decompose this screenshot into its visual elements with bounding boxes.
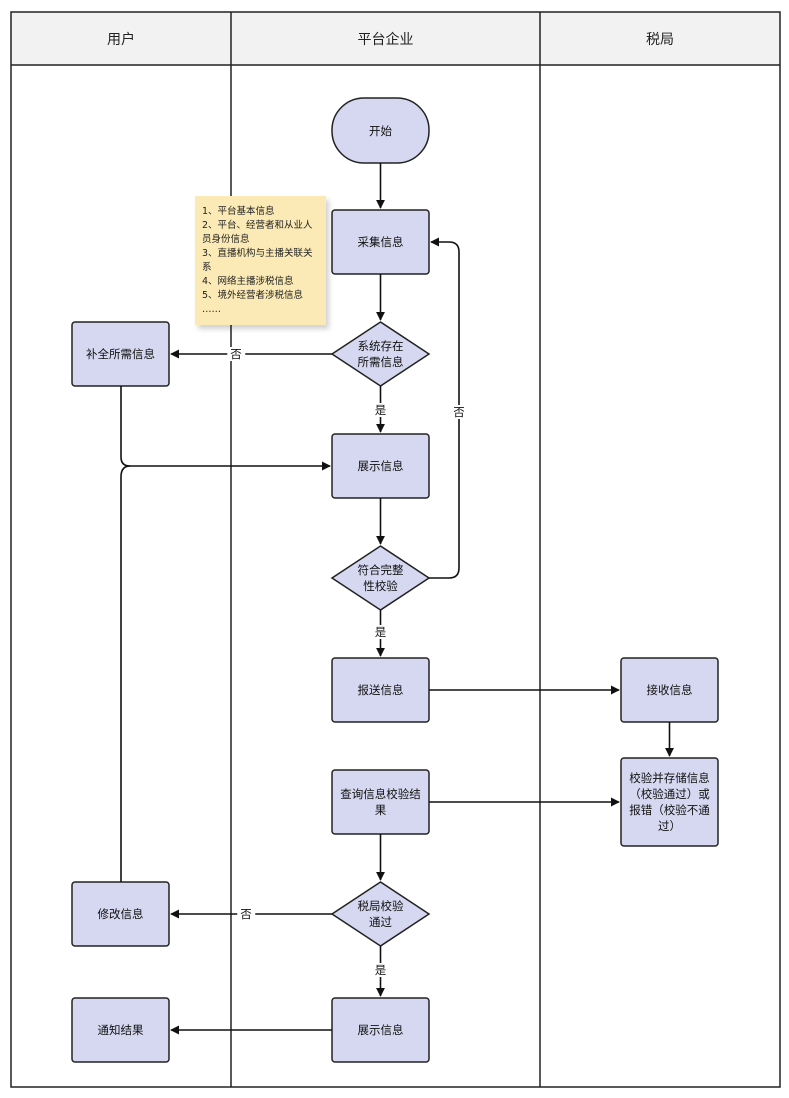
query-result-node: 查询信息校验结果 [340,787,421,817]
note-line-6: …… [202,304,221,315]
lane-header-platform: 平台企业 [357,31,414,48]
edge-label-yes-2: 是 [371,625,390,639]
edge-label-no-3: 否 [237,907,255,921]
edge-modify-display1 [120,465,131,882]
check-exists-decision: 系统存在所需信息 [357,339,404,369]
display-info-node-2: 展示信息 [357,1023,404,1037]
note-line-4: 4、网络主播涉税信息 [202,276,294,287]
tax-check-decision: 税局校验通过 [357,899,404,929]
info-sticky-note: 1、平台基本信息 2、平台、经营者和从业人员身份信息 3、直播机构与主播关联关系… [195,196,326,325]
submit-info-node: 报送信息 [357,683,404,697]
edge-label-no-2: 否 [450,405,468,419]
start-node: 开始 [369,123,392,138]
note-line-3: 3、直播机构与主播关联关系 [202,248,313,273]
lane-header-user: 用户 [107,31,135,48]
note-line-1: 1、平台基本信息 [202,206,275,217]
note-line-5: 5、境外经营者涉税信息 [202,290,304,301]
lane-header-tax-bureau: 税局 [646,31,674,48]
verify-store-node: 校验并存储信息（校验通过）或报错（校验不通过） [629,771,710,833]
lane-header-band [11,12,780,65]
display-info-node-1: 展示信息 [357,459,404,473]
collect-info-node: 采集信息 [357,235,404,249]
edge-supplement-display1 [120,386,331,471]
notify-shape [71,997,170,1063]
edge-label-yes-3: 是 [371,963,390,977]
receive-info-node: 接收信息 [646,683,693,697]
swimlane-frame [10,11,781,1088]
verify-store-shape [620,757,719,847]
note-line-2: 2、平台、经营者和从业人员身份信息 [202,220,313,245]
check-complete-decision: 符合完整性校验 [357,563,404,593]
edge-label-no-1: 否 [227,347,245,361]
edge-label-yes-1: 是 [371,403,390,417]
notify-result-node: 通知结果 [97,1023,144,1037]
modify-info-node: 修改信息 [97,907,144,921]
supplement-info-node: 补全所需信息 [86,347,155,361]
